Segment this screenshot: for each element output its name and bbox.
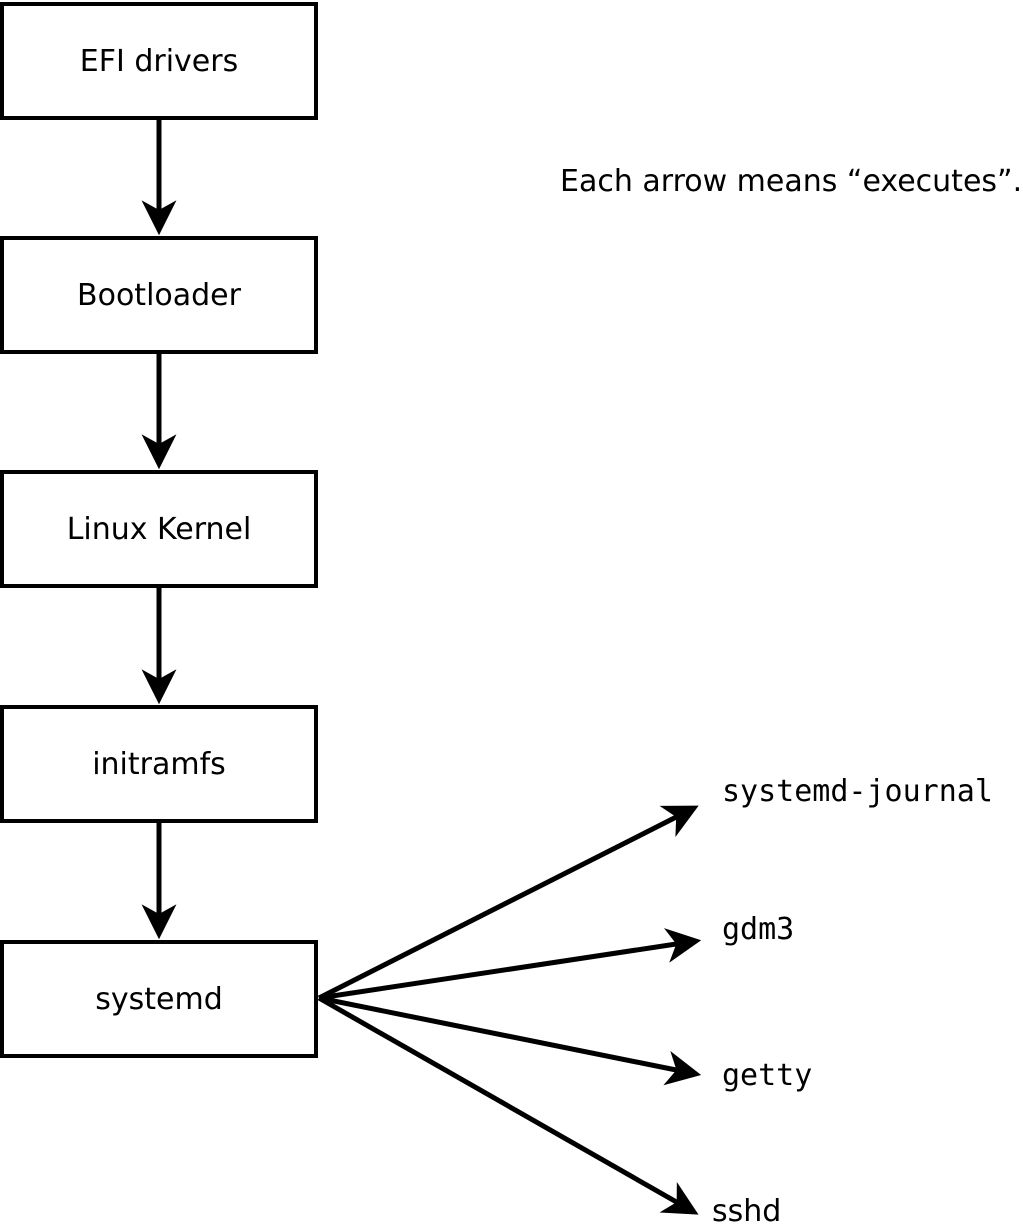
arrow-systemd-to-systemd-journal (317, 805, 699, 1001)
box-linux-kernel: Linux Kernel (0, 470, 318, 588)
box-bootloader: Bootloader (0, 236, 318, 354)
box-label: Linux Kernel (66, 511, 252, 547)
arrow-systemd-to-sshd (317, 995, 699, 1215)
arrow-systemd-to-getty (318, 995, 702, 1086)
box-systemd: systemd (0, 940, 318, 1058)
box-label: systemd (95, 981, 223, 1017)
box-efi-drivers: EFI drivers (0, 2, 318, 120)
service-label-gdm3: gdm3 (722, 912, 795, 947)
box-label: Bootloader (77, 277, 241, 313)
annotation-note: Each arrow means “executes”. (560, 164, 1023, 199)
service-label-sshd: sshd (712, 1194, 782, 1229)
box-label: initramfs (92, 746, 226, 782)
service-label-systemd-journal: systemd-journal (722, 774, 993, 809)
arrow-systemd-to-gdm3 (318, 928, 702, 1001)
service-label-getty: getty (722, 1058, 813, 1093)
box-initramfs: initramfs (0, 705, 318, 823)
box-label: EFI drivers (79, 43, 239, 79)
